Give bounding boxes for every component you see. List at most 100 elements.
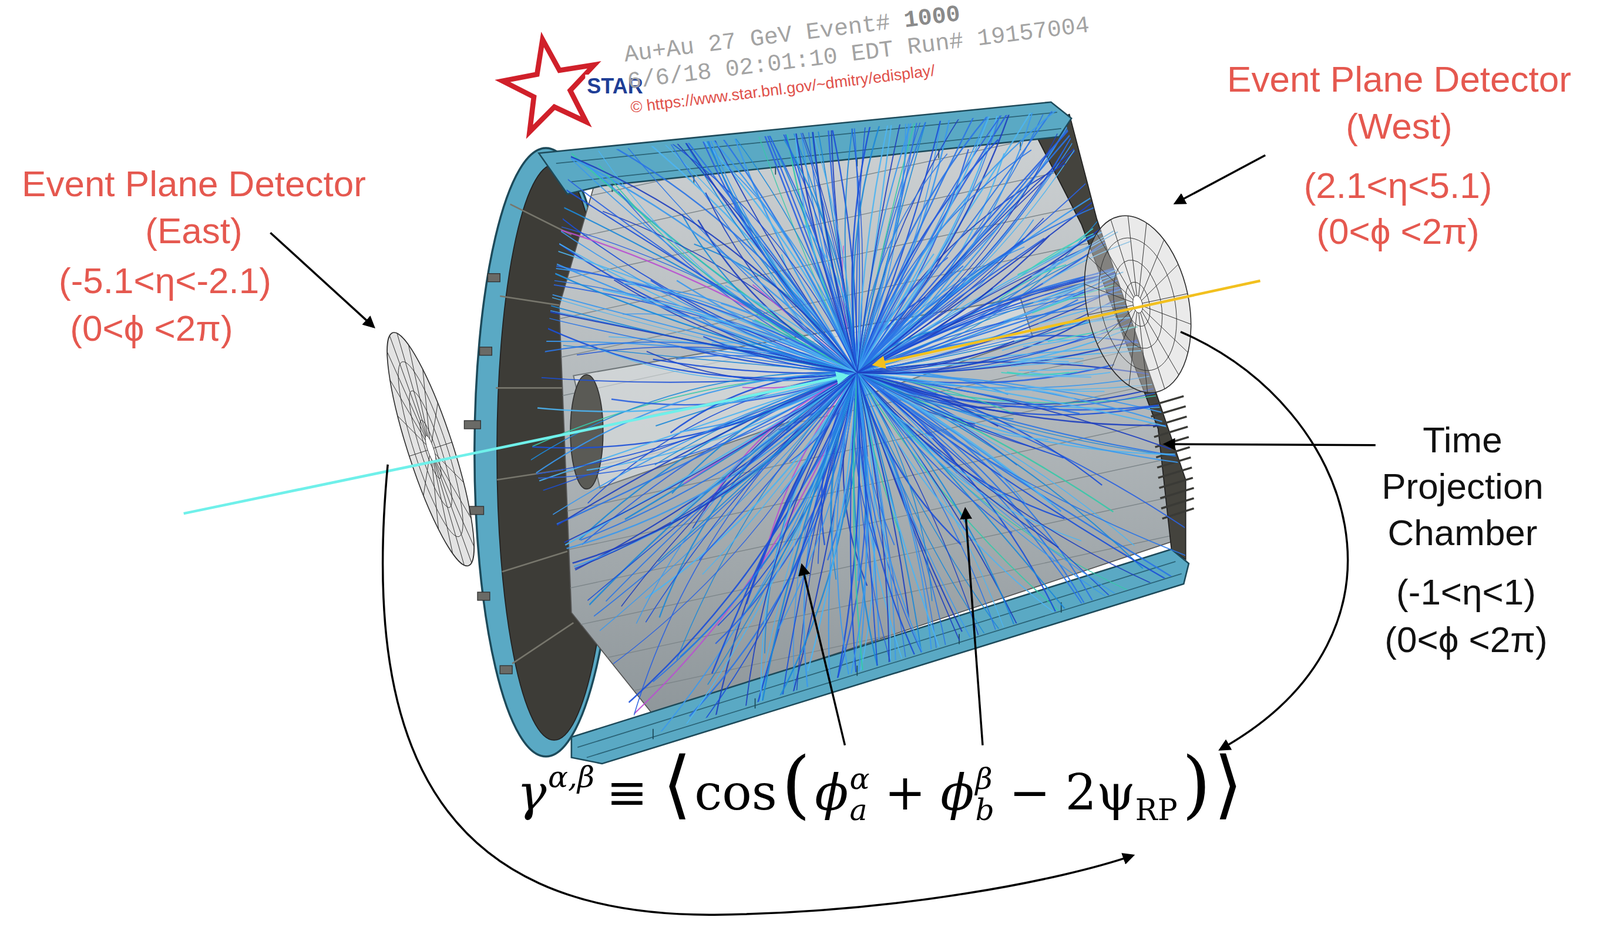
particle-track xyxy=(524,138,857,373)
math-symbol: ≡ xyxy=(606,762,648,823)
epd-west xyxy=(1069,205,1206,403)
particle-track xyxy=(534,372,857,661)
particle-track xyxy=(634,372,857,714)
particle-track xyxy=(453,176,858,373)
illustration-part xyxy=(1131,294,1145,314)
particle-track xyxy=(522,372,857,498)
math-bracket: ) xyxy=(1181,739,1211,829)
particle-track xyxy=(856,372,1070,621)
particle-track xyxy=(623,283,857,373)
particle-track xyxy=(721,372,857,497)
particle-track xyxy=(428,372,857,603)
particle-track xyxy=(419,254,857,373)
particle-track xyxy=(856,372,1258,630)
epd-east xyxy=(371,325,490,573)
detector-title: Time Projection Chamber xyxy=(1350,416,1575,556)
particle-track xyxy=(856,63,1130,373)
illustration-part xyxy=(464,420,481,429)
gamma-correlator-formula: γα,β≡⟨cos(ϕαa+ϕβb−2ψRP)⟩ xyxy=(516,739,1243,847)
illustration-part xyxy=(1087,230,1188,379)
math-operator: − xyxy=(1009,762,1051,823)
illustration-part xyxy=(1180,331,1349,750)
detector-title: Event Plane Detector (West) xyxy=(1205,55,1593,150)
particle-track xyxy=(856,372,1219,654)
math-superscript: β xyxy=(975,763,993,795)
illustration-part xyxy=(1069,207,1206,402)
illustration-part xyxy=(479,347,493,356)
phi-range: (0<ϕ <2π) xyxy=(69,307,233,349)
particle-track xyxy=(856,372,1059,548)
math-subscript: b xyxy=(975,794,995,826)
illustration-part xyxy=(1069,205,1206,403)
math-bracket: ⟨ xyxy=(662,739,692,829)
particle-track xyxy=(856,372,1307,466)
forward-track xyxy=(1018,368,1095,371)
particle-track xyxy=(856,46,1126,373)
particle-track xyxy=(613,280,857,373)
particle-track xyxy=(856,259,1060,373)
particle-track xyxy=(657,372,858,781)
particle-track xyxy=(461,372,857,577)
particle-track xyxy=(658,372,858,562)
illustration-part xyxy=(371,327,490,571)
particle-track xyxy=(723,162,857,373)
forward-track xyxy=(1017,233,1094,279)
forward-track xyxy=(1023,334,1102,347)
particle-track xyxy=(856,372,1211,658)
particle-track xyxy=(856,372,890,778)
particle-track xyxy=(411,202,857,373)
illustration-part xyxy=(416,418,446,480)
forward-track xyxy=(1001,372,1070,375)
particle-track xyxy=(764,372,857,654)
particle-track xyxy=(599,112,858,373)
forward-track xyxy=(1016,375,1092,377)
math-bracket: ⟩ xyxy=(1213,739,1243,829)
math-index-stack: αa xyxy=(849,763,870,826)
illustration-part xyxy=(371,325,490,573)
particle-track xyxy=(676,372,857,660)
particle-track xyxy=(586,90,858,373)
particle-track xyxy=(856,372,1135,546)
illustration-part xyxy=(1165,444,1376,446)
math-superscript: α,β xyxy=(548,759,595,795)
forward-track xyxy=(1010,358,1084,363)
particle-track xyxy=(856,372,1011,645)
math-subscript: RP xyxy=(1135,792,1178,828)
phi-range: (0<ϕ <2π) xyxy=(1384,618,1548,661)
particle-tracks xyxy=(386,0,1338,852)
particle-track xyxy=(856,149,1032,373)
particle-track xyxy=(486,372,857,479)
particle-track xyxy=(856,372,959,731)
forward-track xyxy=(1004,389,1075,399)
illustration-part xyxy=(499,665,513,674)
illustration-part xyxy=(1106,255,1171,354)
beam-west xyxy=(874,280,1261,365)
eta-range: (-5.1<η<-2.1) xyxy=(58,259,272,302)
particle-track xyxy=(856,372,1016,415)
leader-arrows xyxy=(270,155,1376,915)
math-operator: + xyxy=(884,762,926,823)
particle-track xyxy=(506,372,857,479)
eta-range: (-1<η<1) xyxy=(1396,570,1536,613)
illustration-part xyxy=(386,356,475,542)
particle-track xyxy=(505,372,857,559)
event-info: Au+Au 27 GeV Event#10006/6/18 02:01:10 E… xyxy=(622,0,1094,120)
illustration-part xyxy=(1148,395,1194,519)
particle-track xyxy=(856,340,1015,373)
particle-track xyxy=(598,163,857,373)
particle-track xyxy=(653,372,858,682)
particle-track xyxy=(602,289,857,373)
math-symbol: ϕ xyxy=(940,762,974,823)
particle-track xyxy=(856,318,1088,374)
illustration-part xyxy=(469,506,484,515)
illustration-part xyxy=(382,464,1134,915)
particle-track xyxy=(856,279,1302,373)
math-function: cos xyxy=(694,762,778,823)
particle-track xyxy=(577,372,857,617)
illustration-part xyxy=(577,561,1182,758)
particle-track xyxy=(856,372,1091,799)
particle-track xyxy=(495,372,857,485)
particle-track xyxy=(692,91,857,373)
illustration-part xyxy=(270,232,373,327)
